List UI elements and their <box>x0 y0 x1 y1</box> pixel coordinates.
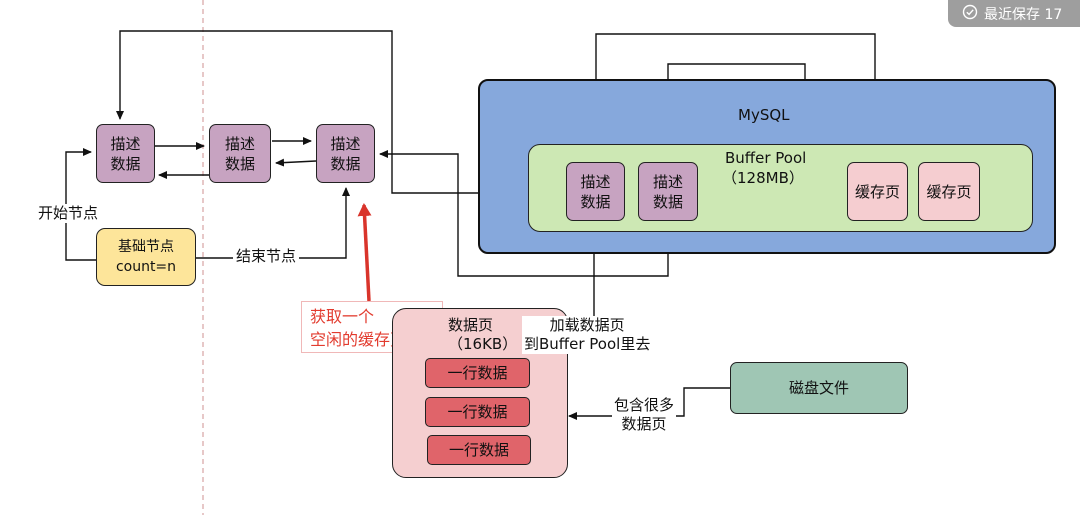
loop-to-n3 <box>379 150 669 277</box>
load-page-label: 加载数据页 到Buffer Pool里去 <box>522 316 653 354</box>
pool-descriptor-1[interactable]: 描述 数据 <box>566 162 625 221</box>
cache-page-1[interactable]: 缓存页 <box>847 162 908 221</box>
pool-descriptor-2[interactable]: 描述 数据 <box>638 162 698 221</box>
red-annotation-arrow <box>357 203 372 302</box>
loop-to-n1 <box>116 30 595 194</box>
free-page-annotation: 获取一个 空闲的缓存页 <box>301 301 443 353</box>
disk-contains-label: 包含很多 数据页 <box>612 396 677 434</box>
data-row-3[interactable]: 一行数据 <box>427 435 531 465</box>
buffer-pool-title: Buffer Pool <box>725 149 807 167</box>
disk-file[interactable]: 磁盘文件 <box>730 362 908 414</box>
data-row-2[interactable]: 一行数据 <box>425 397 530 427</box>
check-circle-icon <box>962 4 978 24</box>
base-node[interactable]: 基础节点 count=n <box>96 228 196 286</box>
mysql-title: MySQL <box>738 106 790 124</box>
start-node-label: 开始节点 <box>36 204 101 223</box>
arrow-n3-to-n2 <box>275 158 317 167</box>
saved-toast-text: 最近保存 17 <box>984 6 1063 23</box>
free-list-node-1[interactable]: 描述 数据 <box>96 124 155 183</box>
free-list-node-2[interactable]: 描述 数据 <box>209 124 271 183</box>
data-row-1[interactable]: 一行数据 <box>425 358 530 388</box>
buffer-pool-size: （128MB） <box>722 169 804 187</box>
free-list-node-3[interactable]: 描述 数据 <box>316 124 375 183</box>
saved-toast: 最近保存 17 <box>948 0 1080 27</box>
cache-page-2[interactable]: 缓存页 <box>918 162 980 221</box>
data-page-title: 数据页 （16KB） <box>448 316 518 353</box>
end-node-label: 结束节点 <box>233 247 300 266</box>
